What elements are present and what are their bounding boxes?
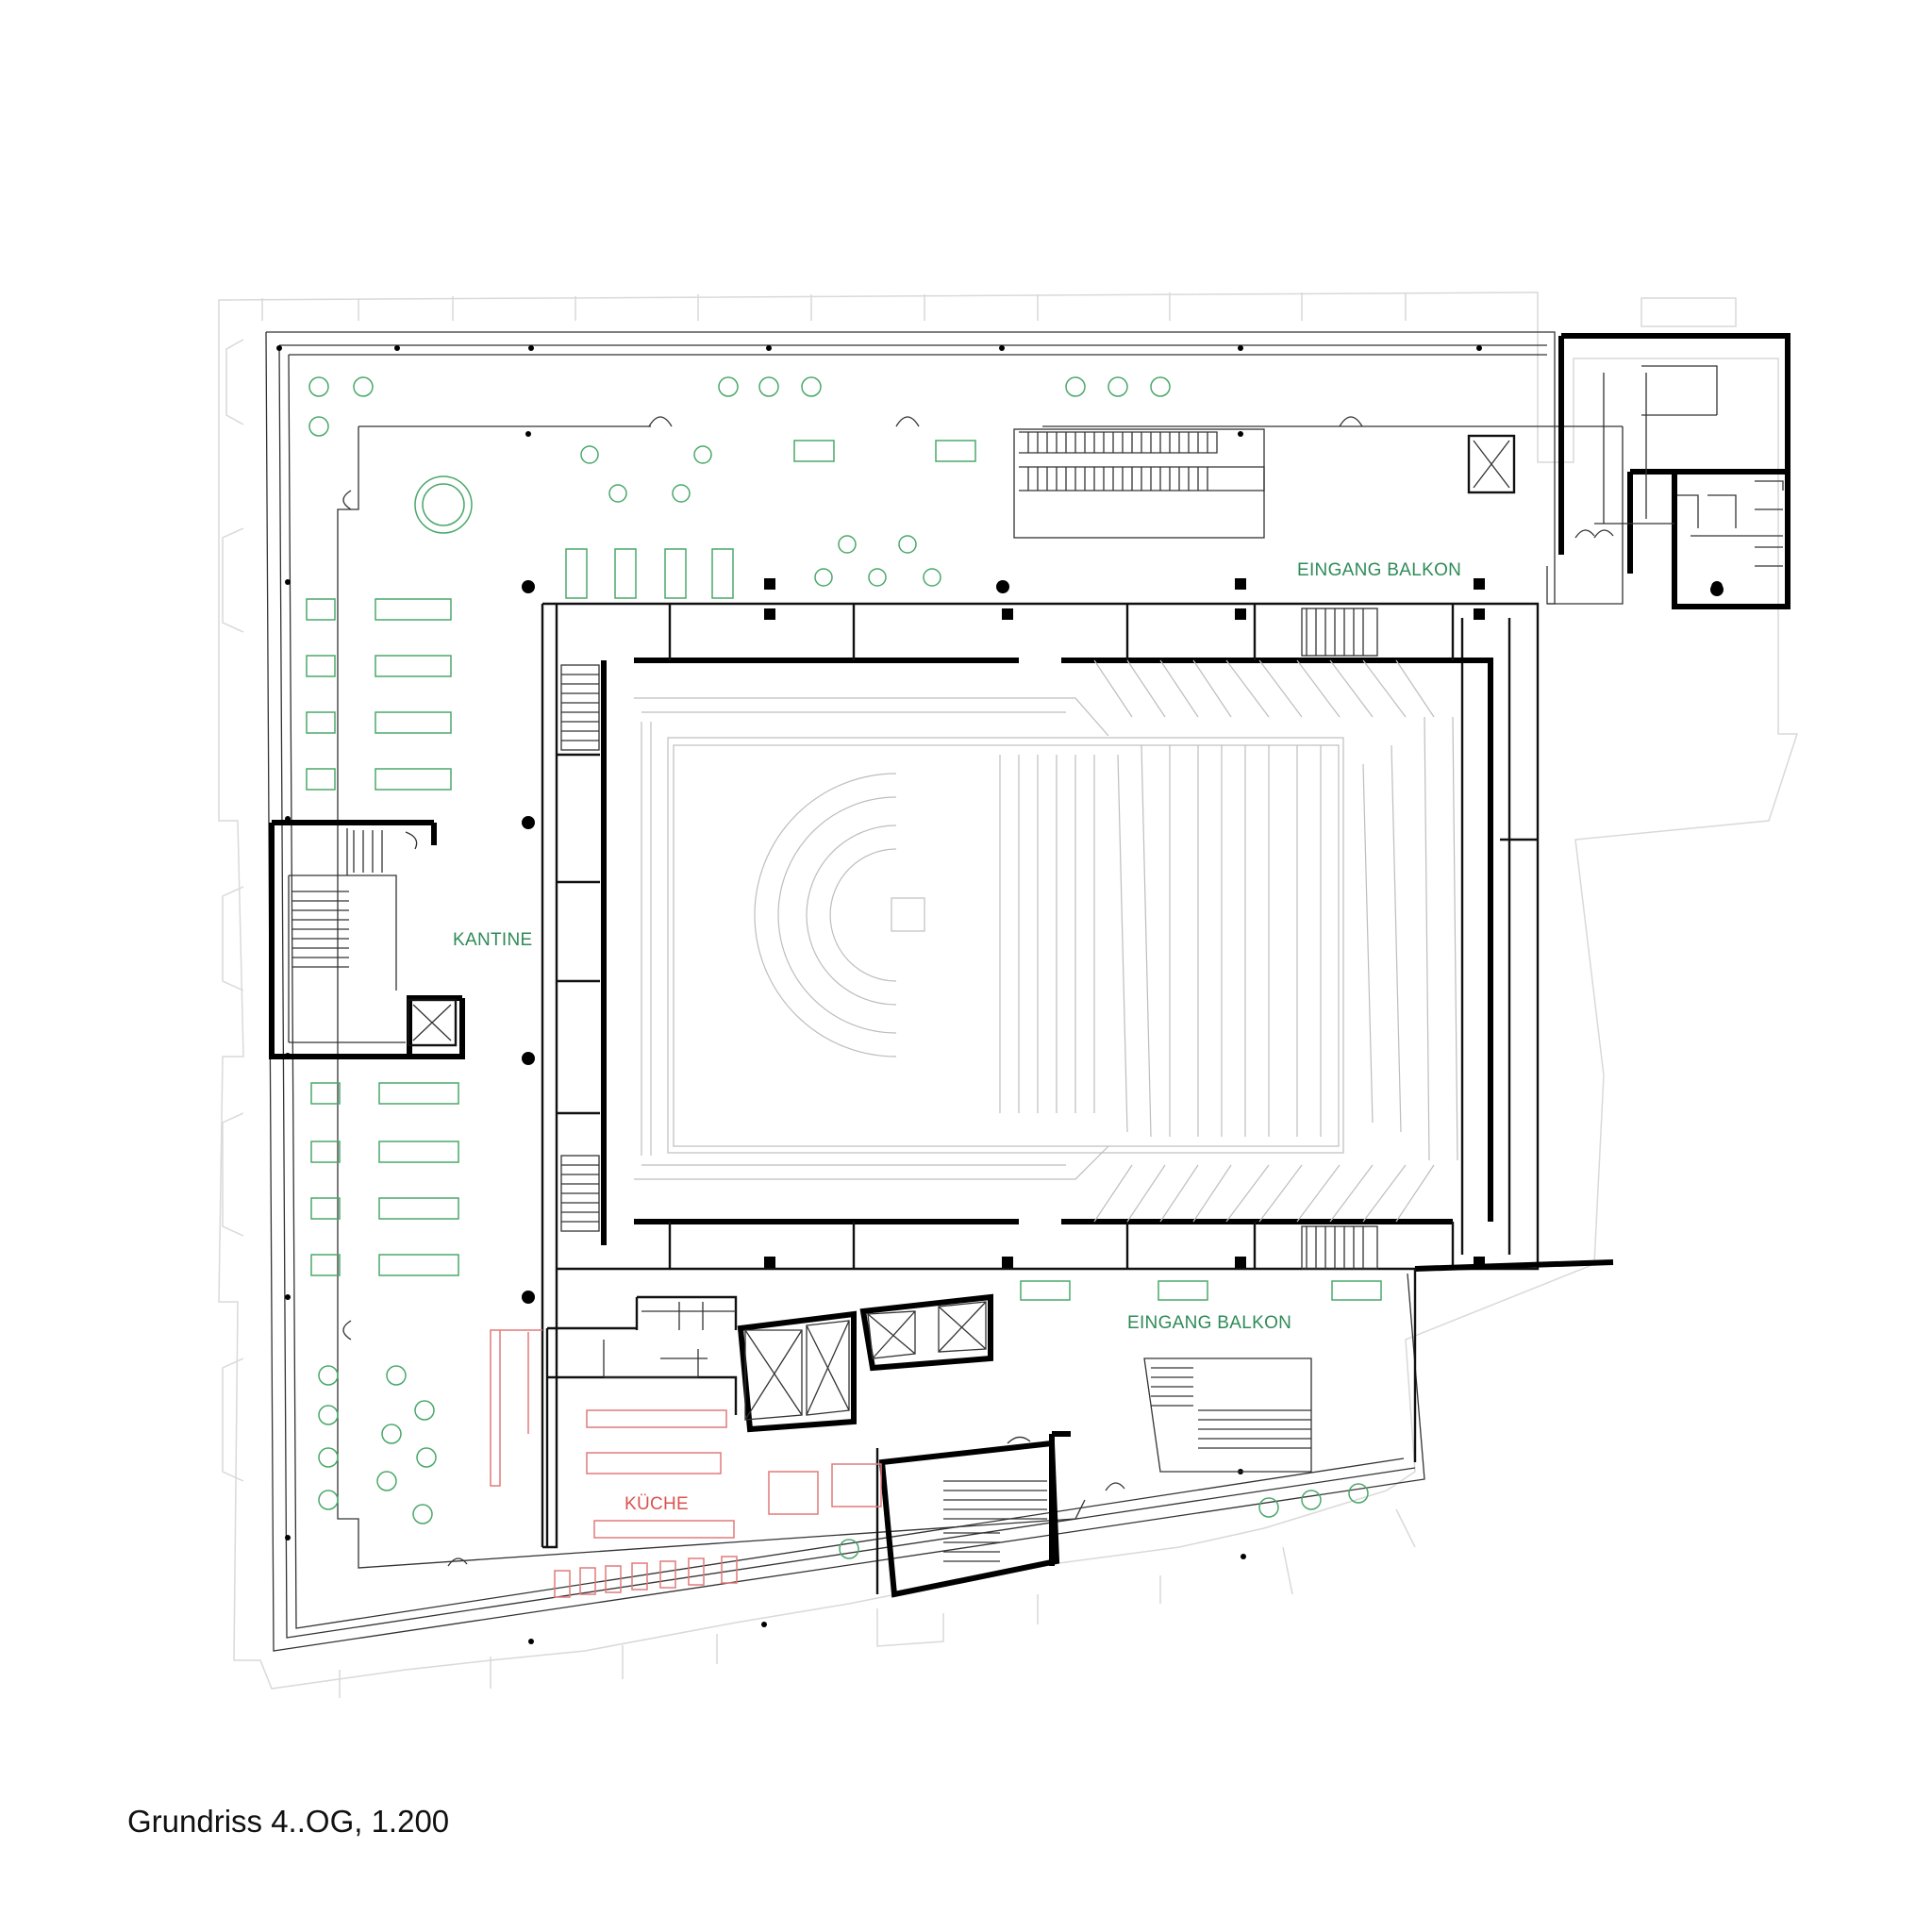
columns: [276, 345, 1724, 1644]
context-buildings: [218, 291, 1799, 1698]
kitchen: [490, 1329, 882, 1598]
walls: [269, 333, 1790, 1598]
label-eingang-balkon-bottom: EINGANG BALKON: [1127, 1313, 1291, 1333]
service-rooms: [603, 480, 1784, 1378]
lifts: [407, 434, 1516, 1421]
doors: [342, 416, 1614, 1567]
label-kantine: KANTINE: [453, 930, 532, 950]
room-labels: EINGANG BALKON EINGANG BALKON KANTINE KÜ…: [453, 560, 1461, 1514]
auditorium: [634, 659, 1458, 1223]
label-kueche: KÜCHE: [625, 1494, 689, 1514]
furniture: [306, 376, 1382, 1559]
plan-caption: Grundriss 4..OG, 1.200: [127, 1804, 450, 1839]
stairs: [292, 365, 1718, 1562]
label-eingang-balkon-top: EINGANG BALKON: [1297, 560, 1461, 580]
